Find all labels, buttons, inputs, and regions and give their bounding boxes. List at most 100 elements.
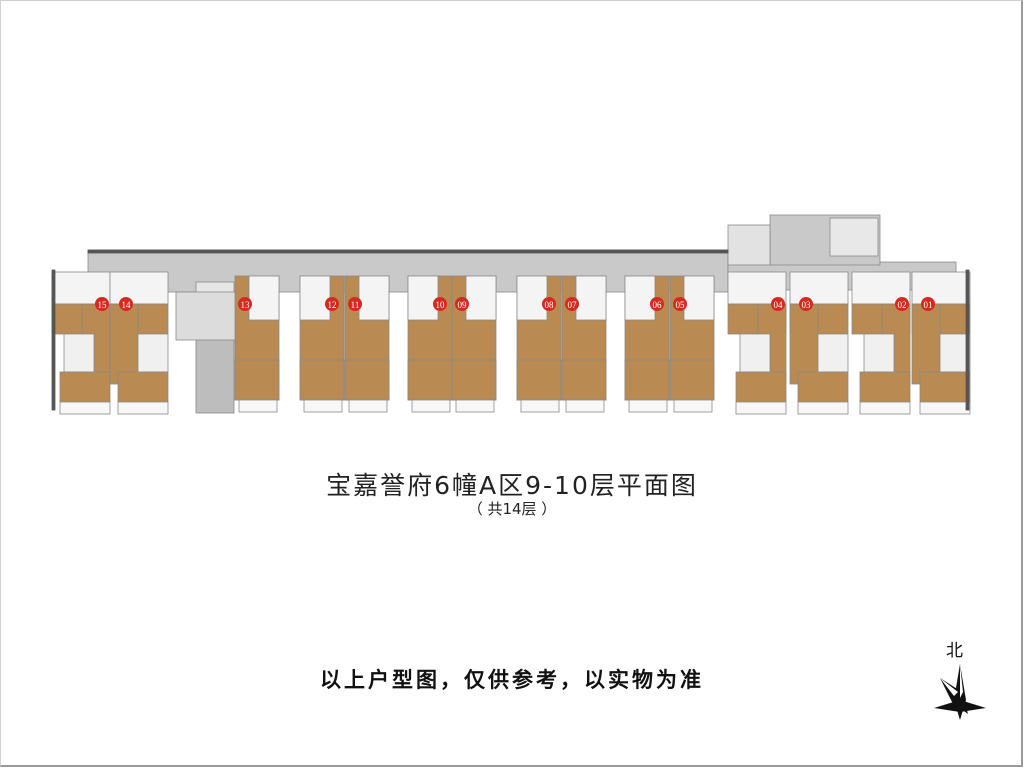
unit-number: 11 [351, 300, 360, 310]
unit-number: 05 [676, 300, 686, 310]
unit-badge: 01 [921, 297, 935, 311]
unit-badge-circle [895, 297, 909, 311]
wall [51, 269, 56, 411]
unit-badge: 08 [542, 297, 556, 311]
bathroom [739, 333, 771, 373]
unit-number: 09 [458, 300, 468, 310]
master-bedroom [735, 371, 787, 403]
unit-badge: 05 [673, 297, 687, 311]
master-bedroom [797, 371, 849, 403]
disclaimer-text: 以上户型图，仅供参考，以实物为准 [320, 668, 704, 692]
west-stair [195, 337, 235, 414]
bedroom [516, 359, 562, 401]
unit-badge: 06 [650, 297, 664, 311]
master-bedroom [59, 371, 111, 403]
master-bedroom [919, 371, 971, 403]
unit-number: 10 [436, 300, 446, 310]
unit-number: 01 [924, 300, 933, 310]
balcony [238, 399, 278, 413]
unit-badge-circle [771, 297, 785, 311]
floor-plan: 15 14 13 12 11 10 09 08 07 06 05 04 03 02 01 [51, 214, 971, 415]
bathroom [63, 333, 95, 373]
balcony [59, 401, 111, 415]
unit-number: 03 [802, 300, 812, 310]
bathroom [817, 333, 849, 373]
bedroom [407, 359, 453, 401]
east-elevator [727, 224, 771, 266]
unit-badge: 07 [565, 297, 579, 311]
unit-badge: 13 [238, 297, 252, 311]
unit-number: 06 [653, 300, 663, 310]
north-label: 北 [946, 641, 963, 661]
master-bedroom [859, 371, 911, 403]
kitchen-bathroom [407, 275, 439, 321]
balcony [797, 401, 849, 415]
kitchen-bathroom [248, 275, 280, 321]
bedroom [234, 359, 280, 401]
unit-badge: 10 [433, 297, 447, 311]
bedroom [299, 359, 345, 401]
balcony [735, 401, 787, 415]
balcony [565, 399, 605, 413]
kitchen [109, 271, 169, 305]
unit-badge-circle [119, 297, 133, 311]
unit-badge-circle [673, 297, 687, 311]
unit-badge: 03 [799, 297, 813, 311]
unit-number: 08 [545, 300, 555, 310]
unit-number: 02 [898, 300, 907, 310]
unit-badge-circle [542, 297, 556, 311]
bedroom [669, 359, 715, 401]
wall [965, 269, 970, 411]
unit-badge-circle [799, 297, 813, 311]
balcony [919, 401, 971, 415]
balcony [117, 401, 169, 415]
kitchen-bathroom [575, 275, 607, 321]
balcony [673, 399, 713, 413]
living-room [789, 303, 819, 385]
balcony [455, 399, 495, 413]
unit-badge-circle [921, 297, 935, 311]
unit-badge: 04 [771, 297, 785, 311]
unit-badge-circle [348, 297, 362, 311]
unit-number: 07 [568, 300, 578, 310]
unit-badge-circle [565, 297, 579, 311]
unit-badge: 12 [325, 297, 339, 311]
unit-badge: 15 [95, 297, 109, 311]
unit-number: 13 [241, 300, 251, 310]
balcony [859, 401, 911, 415]
kitchen-bathroom [516, 275, 548, 321]
kitchen-bathroom [299, 275, 331, 321]
unit-number: 12 [328, 300, 337, 310]
kitchen-bathroom [358, 275, 390, 321]
master-bedroom [117, 371, 169, 403]
unit-badge-circle [433, 297, 447, 311]
unit-number: 04 [774, 300, 784, 310]
plan-title: 宝嘉誉府6幢A区9-10层平面图 [326, 471, 698, 500]
unit-badge: 14 [119, 297, 133, 311]
unit-number: 14 [122, 300, 132, 310]
bathroom [863, 333, 895, 373]
unit-badge: 09 [455, 297, 469, 311]
bedroom [624, 359, 670, 401]
north-compass-icon [934, 664, 986, 720]
kitchen-bathroom [624, 275, 656, 321]
plan-subtitle: （ 共14层 ） [467, 500, 557, 518]
kitchen [789, 271, 849, 305]
unit-badge: 11 [348, 297, 362, 311]
balcony [628, 399, 668, 413]
kitchen [911, 271, 971, 305]
balcony [520, 399, 560, 413]
balcony [411, 399, 451, 413]
kitchen-bathroom [465, 275, 497, 321]
bedroom [451, 359, 497, 401]
wall [87, 249, 729, 254]
unit-badge-circle [95, 297, 109, 311]
unit-number: 15 [98, 300, 108, 310]
unit-badge-circle [650, 297, 664, 311]
west-lobby [175, 291, 237, 341]
bedroom [344, 359, 390, 401]
bathroom [939, 333, 971, 373]
bathroom [137, 333, 169, 373]
unit-badge-circle [325, 297, 339, 311]
